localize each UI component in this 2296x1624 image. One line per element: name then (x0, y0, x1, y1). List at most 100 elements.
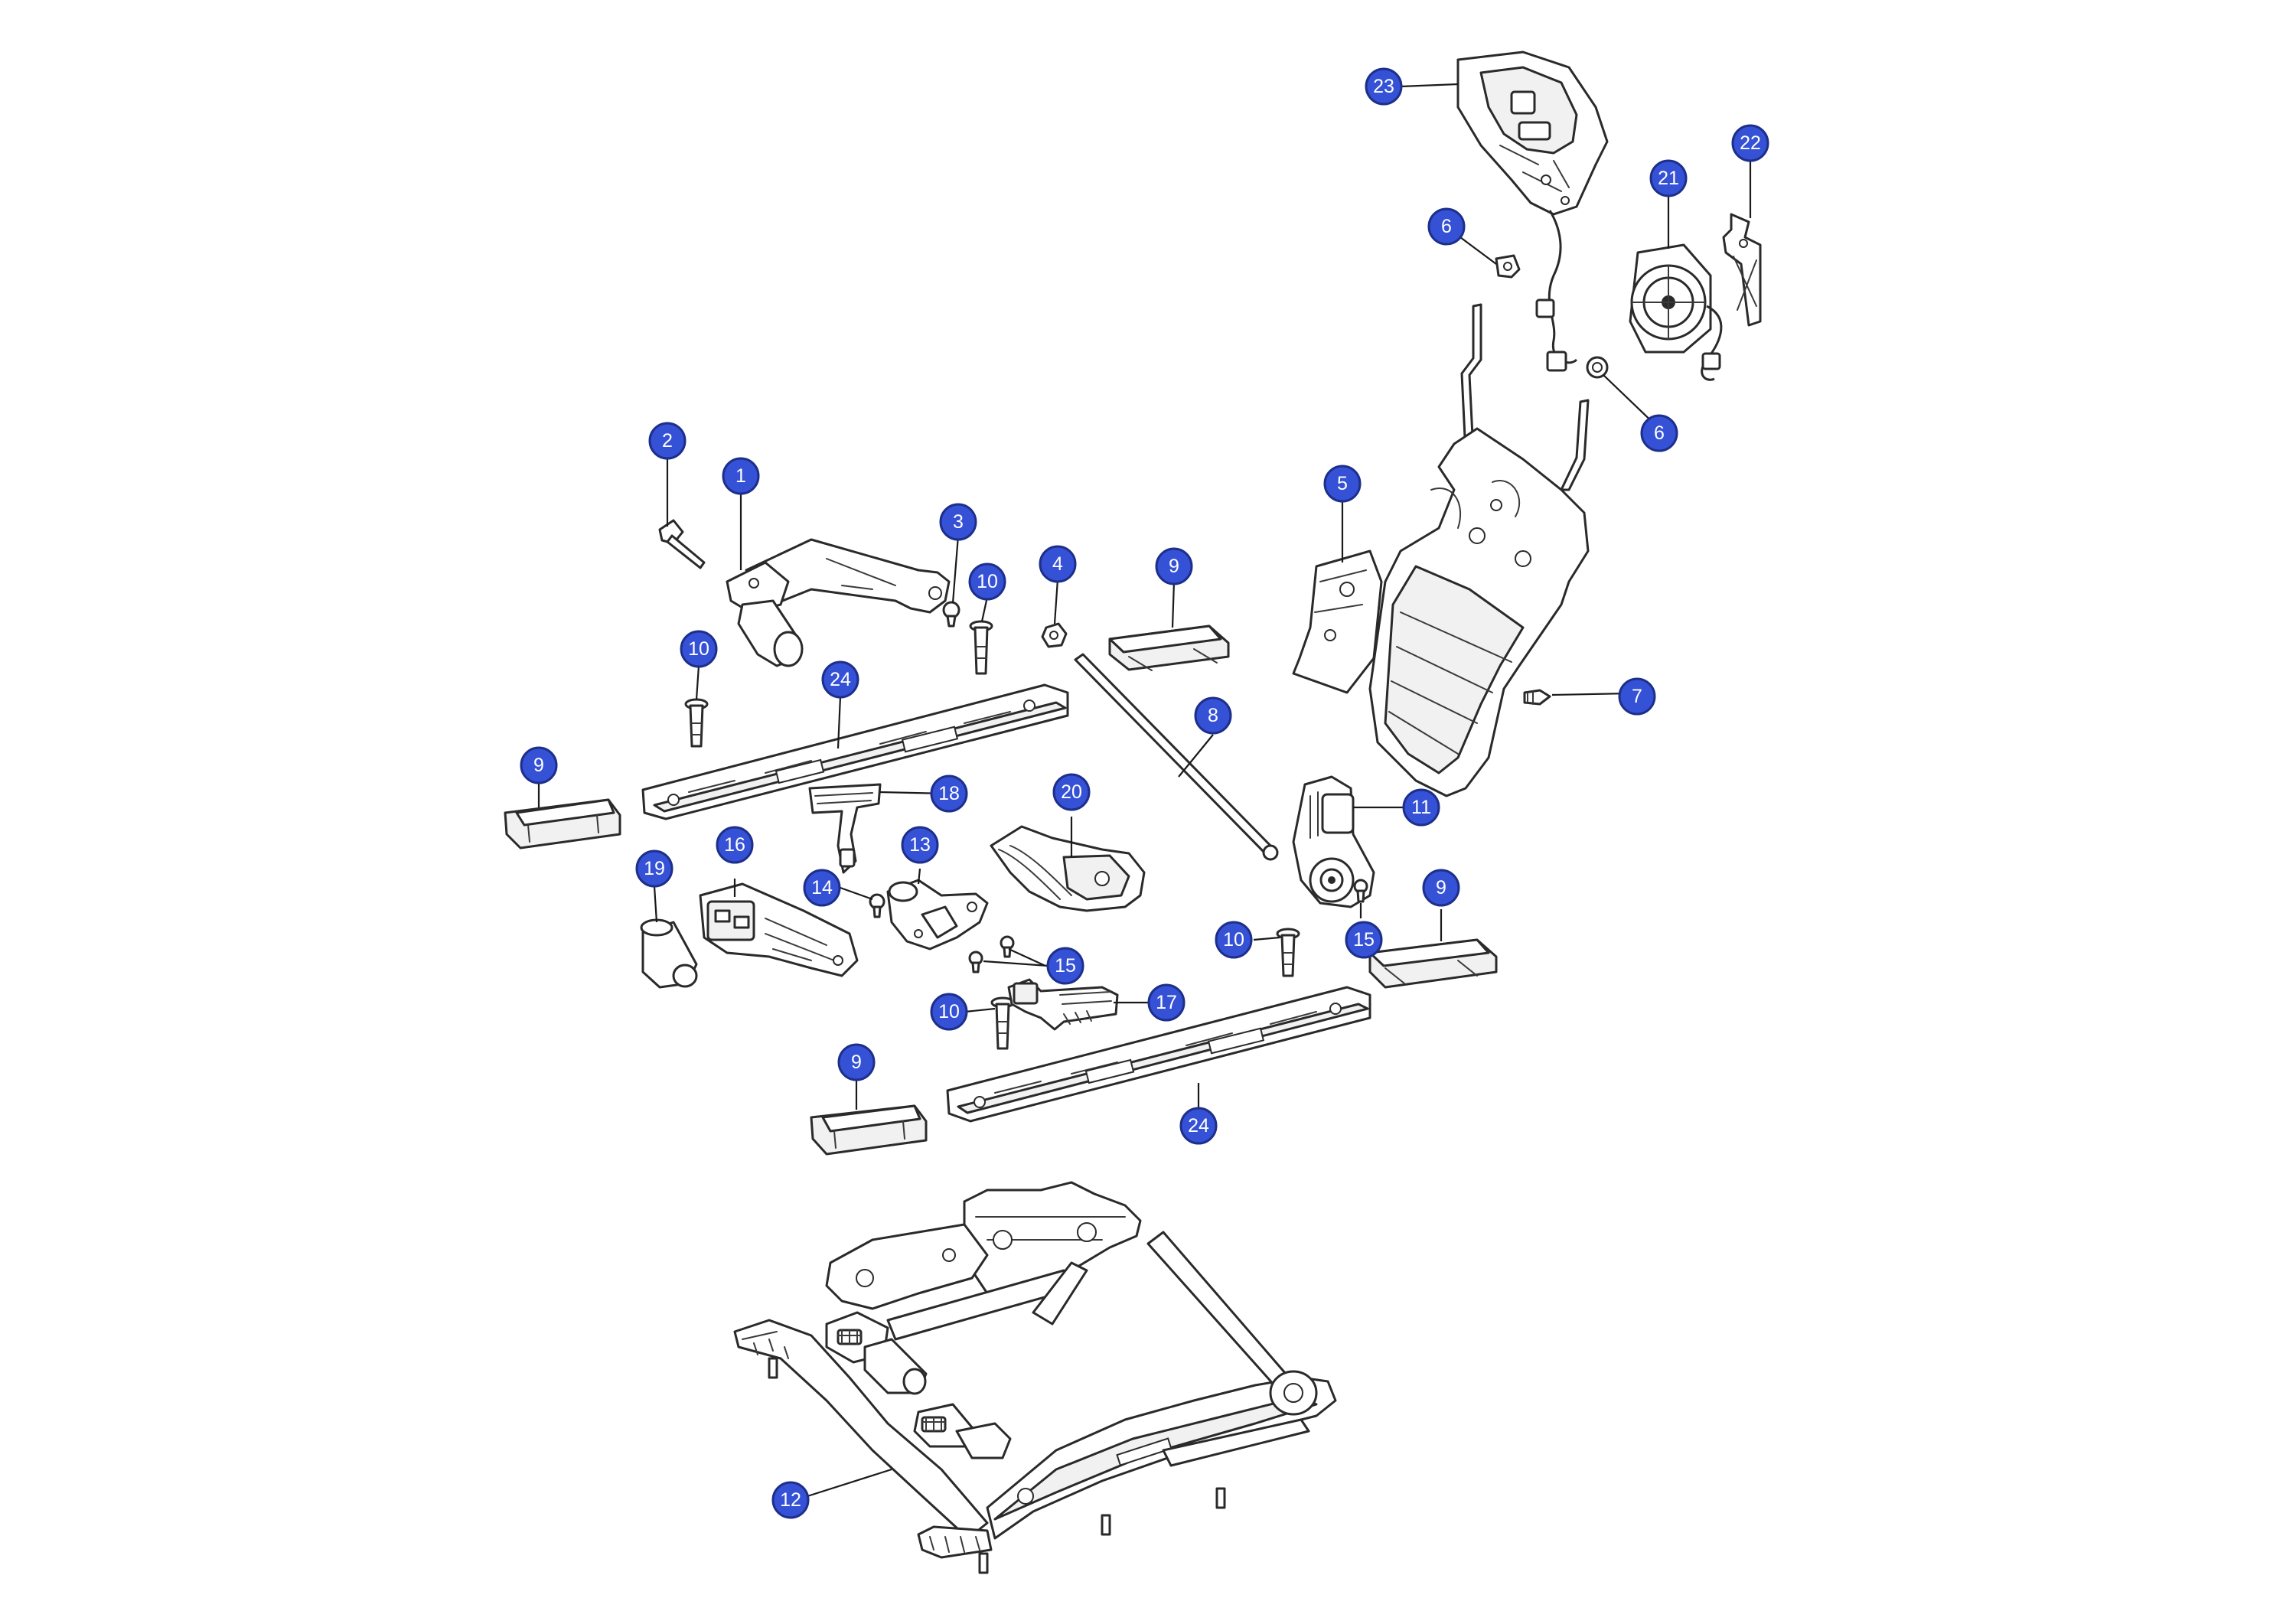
part-12-seat-base-frame[interactable] (733, 1181, 1337, 1574)
svg-text:5: 5 (1337, 473, 1348, 494)
part-1-motor-arm[interactable] (726, 538, 951, 667)
callout-1[interactable]: 1 (722, 457, 760, 495)
callout-23[interactable]: 23 (1365, 67, 1403, 106)
svg-text:17: 17 (1156, 992, 1177, 1013)
part-4-nut[interactable] (1041, 622, 1068, 648)
callout-15-a[interactable]: 15 (1345, 921, 1383, 959)
svg-text:19: 19 (644, 858, 665, 879)
part-15-screw-c[interactable] (968, 951, 983, 973)
part-8-torsion-rod[interactable] (1074, 653, 1279, 861)
callout-11[interactable]: 11 (1402, 788, 1440, 827)
part-20-lumbar-unit[interactable] (990, 825, 1146, 912)
svg-text:10: 10 (688, 638, 709, 660)
part-15-screw-a[interactable] (1353, 879, 1368, 903)
callout-5[interactable]: 5 (1323, 465, 1362, 503)
part-23-side-trim-panel[interactable] (1456, 51, 1609, 216)
part-19-cylinder[interactable] (640, 918, 698, 989)
part-13-gear-motor[interactable] (886, 879, 989, 951)
part-17-connector-bracket[interactable] (1007, 978, 1119, 1031)
part-24-rail-cover-upper[interactable] (641, 683, 1069, 820)
svg-text:21: 21 (1658, 168, 1679, 189)
part-9-end-cap-b[interactable] (504, 798, 621, 850)
callout-16[interactable]: 16 (716, 826, 754, 864)
part-5-backrest-frame[interactable] (1292, 303, 1590, 797)
callout-9-c[interactable]: 9 (1422, 869, 1460, 907)
callout-18[interactable]: 18 (930, 774, 968, 813)
svg-text:9: 9 (851, 1052, 862, 1073)
callout-19[interactable]: 19 (635, 850, 673, 888)
svg-text:2: 2 (662, 430, 673, 452)
callout-22[interactable]: 22 (1731, 124, 1769, 162)
callout-6-upper[interactable]: 6 (1427, 207, 1466, 246)
svg-text:20: 20 (1061, 781, 1082, 803)
wire-connector-icon (1535, 298, 1555, 318)
callout-8[interactable]: 8 (1194, 696, 1232, 735)
svg-text:10: 10 (977, 571, 998, 592)
svg-text:24: 24 (1188, 1115, 1209, 1136)
callout-10-a[interactable]: 10 (968, 563, 1006, 601)
svg-text:22: 22 (1740, 132, 1761, 154)
callout-15-b[interactable]: 15 (1046, 947, 1084, 985)
callout-4[interactable]: 4 (1039, 545, 1077, 583)
callout-10-b[interactable]: 10 (680, 630, 718, 668)
svg-text:18: 18 (938, 783, 960, 804)
callout-17[interactable]: 17 (1147, 983, 1186, 1022)
callout-12[interactable]: 12 (771, 1481, 810, 1519)
svg-text:8: 8 (1208, 705, 1218, 726)
svg-text:10: 10 (938, 1001, 960, 1022)
callout-24-a[interactable]: 24 (821, 660, 859, 699)
callout-21[interactable]: 21 (1649, 159, 1688, 197)
part-10-bolt-a[interactable] (969, 620, 993, 675)
svg-text:9: 9 (1169, 556, 1179, 577)
callout-10-d[interactable]: 10 (930, 993, 968, 1031)
part-18-wiring-bracket[interactable] (808, 783, 882, 874)
callout-13[interactable]: 13 (901, 826, 939, 864)
part-10-bolt-d[interactable] (990, 996, 1015, 1050)
part-16-control-module[interactable] (699, 882, 859, 977)
callout-2[interactable]: 2 (648, 422, 687, 460)
svg-text:23: 23 (1373, 76, 1394, 97)
wire-connector-icon (1546, 351, 1567, 372)
svg-text:24: 24 (830, 669, 851, 690)
svg-text:14: 14 (811, 877, 833, 898)
svg-text:6: 6 (1441, 216, 1452, 237)
part-10-bolt-b[interactable] (684, 698, 709, 748)
part-10-bolt-c[interactable] (1276, 928, 1300, 977)
svg-text:12: 12 (780, 1489, 801, 1511)
part-6-nut-lower[interactable] (1586, 356, 1609, 379)
part-9-end-cap-a[interactable] (1108, 624, 1230, 671)
svg-text:13: 13 (909, 834, 931, 856)
svg-text:1: 1 (735, 465, 746, 487)
callout-20[interactable]: 20 (1052, 773, 1091, 811)
svg-text:7: 7 (1632, 686, 1642, 707)
svg-text:15: 15 (1055, 955, 1076, 977)
callout-6-lower[interactable]: 6 (1640, 414, 1678, 452)
svg-text:10: 10 (1223, 929, 1244, 951)
callout-14[interactable]: 14 (803, 869, 841, 907)
part-22-bracket[interactable] (1722, 213, 1762, 327)
svg-text:9: 9 (533, 755, 544, 776)
svg-text:4: 4 (1052, 553, 1063, 575)
callout-3[interactable]: 3 (939, 503, 977, 541)
part-24-rail-cover-lower[interactable] (946, 986, 1371, 1123)
svg-text:9: 9 (1436, 877, 1446, 898)
part-2-bolt[interactable] (658, 519, 706, 569)
part-14-screw[interactable] (869, 893, 885, 918)
callout-24-b[interactable]: 24 (1179, 1107, 1218, 1145)
svg-text:16: 16 (724, 834, 745, 856)
callout-7[interactable]: 7 (1618, 677, 1656, 716)
part-6-clip-upper[interactable] (1495, 254, 1521, 279)
part-21-speaker[interactable] (1629, 243, 1723, 381)
svg-text:3: 3 (953, 511, 964, 533)
callout-9-a[interactable]: 9 (1155, 547, 1193, 585)
part-11-recliner-motor[interactable] (1292, 775, 1375, 908)
part-9-end-cap-c[interactable] (1368, 938, 1498, 989)
callout-9-d[interactable]: 9 (837, 1043, 876, 1081)
part-9-end-cap-d[interactable] (810, 1104, 928, 1156)
callout-9-b[interactable]: 9 (520, 746, 558, 784)
part-7-push-pin[interactable] (1523, 689, 1551, 706)
part-3-screw[interactable] (942, 601, 960, 628)
callout-10-c[interactable]: 10 (1215, 921, 1253, 959)
part-15-screw-b[interactable] (1000, 935, 1015, 958)
